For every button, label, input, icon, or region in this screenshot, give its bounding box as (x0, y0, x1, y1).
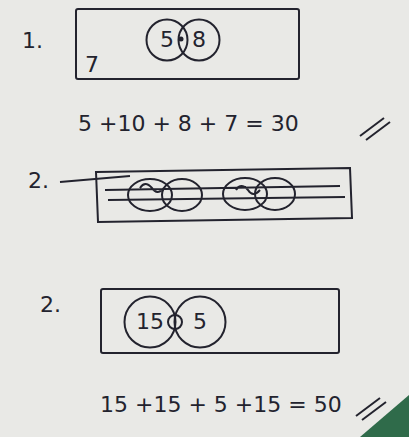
done-marks (356, 398, 386, 420)
crossed-circle (162, 179, 202, 211)
set-value: 15 (136, 311, 164, 333)
crossed-number: 2. (28, 170, 49, 192)
crossed-circle (128, 179, 172, 211)
crossed-circle (255, 178, 295, 210)
equation: 15 +15 + 5 +15 = 50 (100, 394, 342, 416)
set-value: 5 (193, 311, 207, 333)
set-value: 5 (160, 29, 174, 51)
problem-box: 1.758 (75, 8, 300, 80)
set-circle: 5 (145, 18, 189, 62)
scribble (60, 176, 345, 200)
set-value: 8 (192, 29, 206, 51)
problem-box: 2.155 (100, 288, 340, 354)
problem-number: 1. (22, 30, 43, 52)
set-circle: 15 (123, 295, 177, 349)
done-marks (360, 118, 390, 140)
set-circle: 8 (177, 18, 221, 62)
problem-number: 2. (40, 294, 61, 316)
equation: 5 +10 + 8 + 7 = 30 (78, 113, 299, 135)
outside-value: 7 (85, 54, 99, 76)
crossed-box (96, 168, 352, 222)
set-circle: 5 (173, 295, 227, 349)
